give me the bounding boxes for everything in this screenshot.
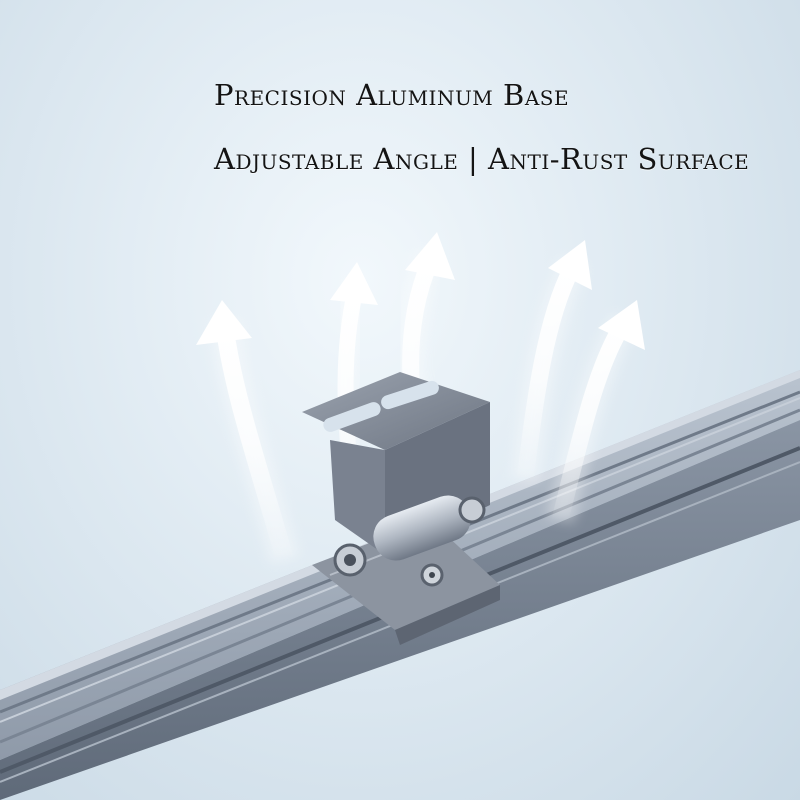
- headline-primary: Precision Aluminum Base: [214, 78, 570, 112]
- airflow-arrow-icon: [511, 240, 592, 489]
- airflow-arrow-icon: [196, 300, 300, 569]
- mounting-bracket: [302, 372, 500, 645]
- airflow-arrow-icon: [546, 300, 645, 529]
- headline-secondary: Adjustable Angle | Anti-Rust Surface: [214, 142, 750, 176]
